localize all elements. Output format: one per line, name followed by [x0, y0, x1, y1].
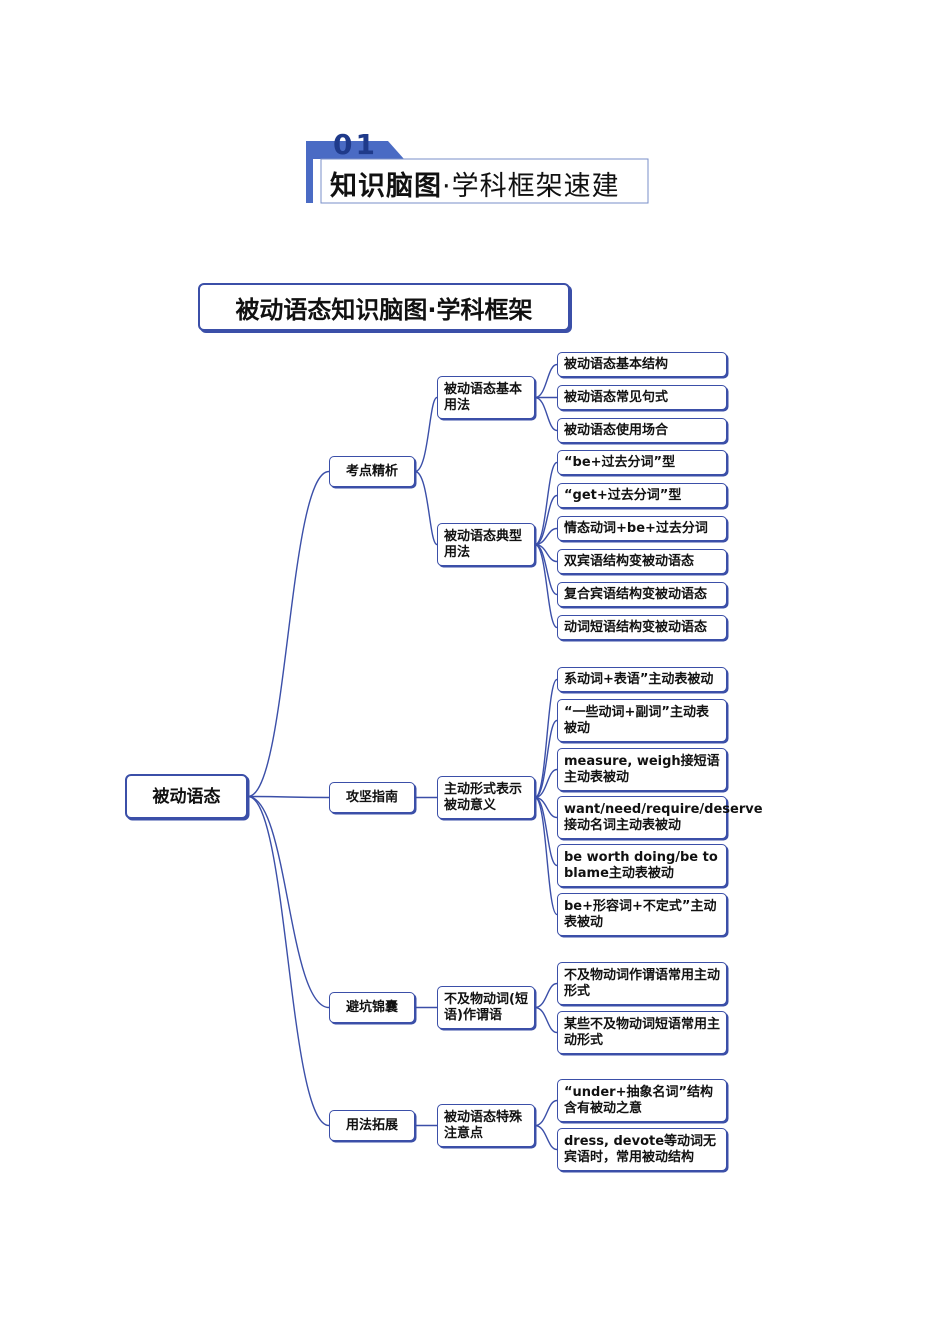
- connector-b0-g01: [414, 470, 438, 546]
- group-node-typical-usage: 被动语态典型用法: [437, 523, 535, 566]
- connector-g01-i015: [534, 543, 558, 629]
- connector-g00-i002: [534, 396, 558, 432]
- connector-g01-i010: [534, 461, 558, 546]
- group-node-intransitive: 不及物动词(短语)作谓语: [437, 986, 535, 1029]
- leaf-node-phrasal-verb: 动词短语结构变被动语态: [557, 615, 727, 640]
- group-node-basic-usage: 被动语态基本用法: [437, 376, 535, 419]
- leaf-node-double-object: 双宾语结构变被动语态: [557, 549, 727, 574]
- branch-node-bikeng: 避坑锦囊: [329, 992, 415, 1023]
- connector-g01-i011: [534, 494, 558, 546]
- connector-b0-g00: [414, 396, 438, 473]
- connector-root-b1: [247, 795, 330, 799]
- branch-node-gongjian: 攻坚指南: [329, 782, 415, 813]
- connector-root-b2: [247, 795, 330, 1009]
- leaf-node-be-pp: “be+过去分词”型: [557, 450, 727, 475]
- connector-g30-i301: [534, 1124, 558, 1151]
- leaf-node-be-worth: be worth doing/be to blame主动表被动: [557, 844, 727, 887]
- branch-node-yongfa: 用法拓展: [329, 1110, 415, 1141]
- header-title-rest: ·学科框架速建: [442, 171, 620, 202]
- leaf-node-get-pp: “get+过去分词”型: [557, 483, 727, 508]
- connector-g10-i101: [534, 719, 558, 799]
- leaf-node-under-noun: “under+抽象名词”结构含有被动之意: [557, 1079, 727, 1122]
- leaf-node-be-adj-inf: be+形容词+不定式”主动表被动: [557, 893, 727, 936]
- connector-g30-i300: [534, 1099, 558, 1127]
- leaf-node-want-need: want/need/require/deserve接动名词主动表被动: [557, 796, 763, 839]
- leaf-node-basic-structure: 被动语态基本结构: [557, 352, 727, 377]
- leaf-node-measure-weigh: measure, weigh接短语主动表被动: [557, 748, 727, 791]
- leaf-node-usage-occasions: 被动语态使用场合: [557, 418, 727, 443]
- connector-root-b3: [247, 795, 330, 1127]
- connector-g10-i102: [534, 768, 558, 799]
- leaf-node-dress-devote: dress, devote等动词无宾语时，常用被动结构: [557, 1128, 727, 1171]
- group-node-special-notes: 被动语态特殊注意点: [437, 1104, 535, 1147]
- leaf-node-verb-adverb: “一些动词+副词”主动表被动: [557, 699, 727, 742]
- connector-g10-i105: [534, 796, 558, 916]
- mindmap-root-node: 被动语态: [125, 774, 248, 819]
- leaf-node-common-patterns: 被动语态常见句式: [557, 385, 727, 410]
- connector-g10-i104: [534, 796, 558, 867]
- leaf-node-intransitive-active: 不及物动词作谓语常用主动形式: [557, 962, 727, 1005]
- group-node-active-form-passive: 主动形式表示被动意义: [437, 776, 535, 819]
- mindmap-title: 被动语态知识脑图·学科框架: [198, 283, 570, 331]
- header-number: 01: [333, 128, 378, 161]
- connector-g20-i201: [534, 1006, 558, 1034]
- connector-g20-i200: [534, 982, 558, 1009]
- leaf-node-linking-verb: 系动词+表语”主动表被动: [557, 667, 727, 692]
- header-title: 知识脑图·学科框架速建: [330, 164, 620, 203]
- connector-g00-i000: [534, 363, 558, 399]
- connector-root-b0: [247, 470, 330, 798]
- leaf-node-modal-be-pp: 情态动词+be+过去分词: [557, 516, 727, 541]
- branch-node-kaodian: 考点精析: [329, 456, 415, 487]
- connector-g10-i100: [534, 678, 558, 799]
- header-banner: [306, 141, 649, 204]
- header-title-strong: 知识脑图: [330, 171, 442, 202]
- connector-g01-i012: [534, 527, 558, 546]
- leaf-node-intransitive-phrase: 某些不及物动词短语常用主动形式: [557, 1011, 727, 1054]
- leaf-node-complex-object: 复合宾语结构变被动语态: [557, 582, 727, 607]
